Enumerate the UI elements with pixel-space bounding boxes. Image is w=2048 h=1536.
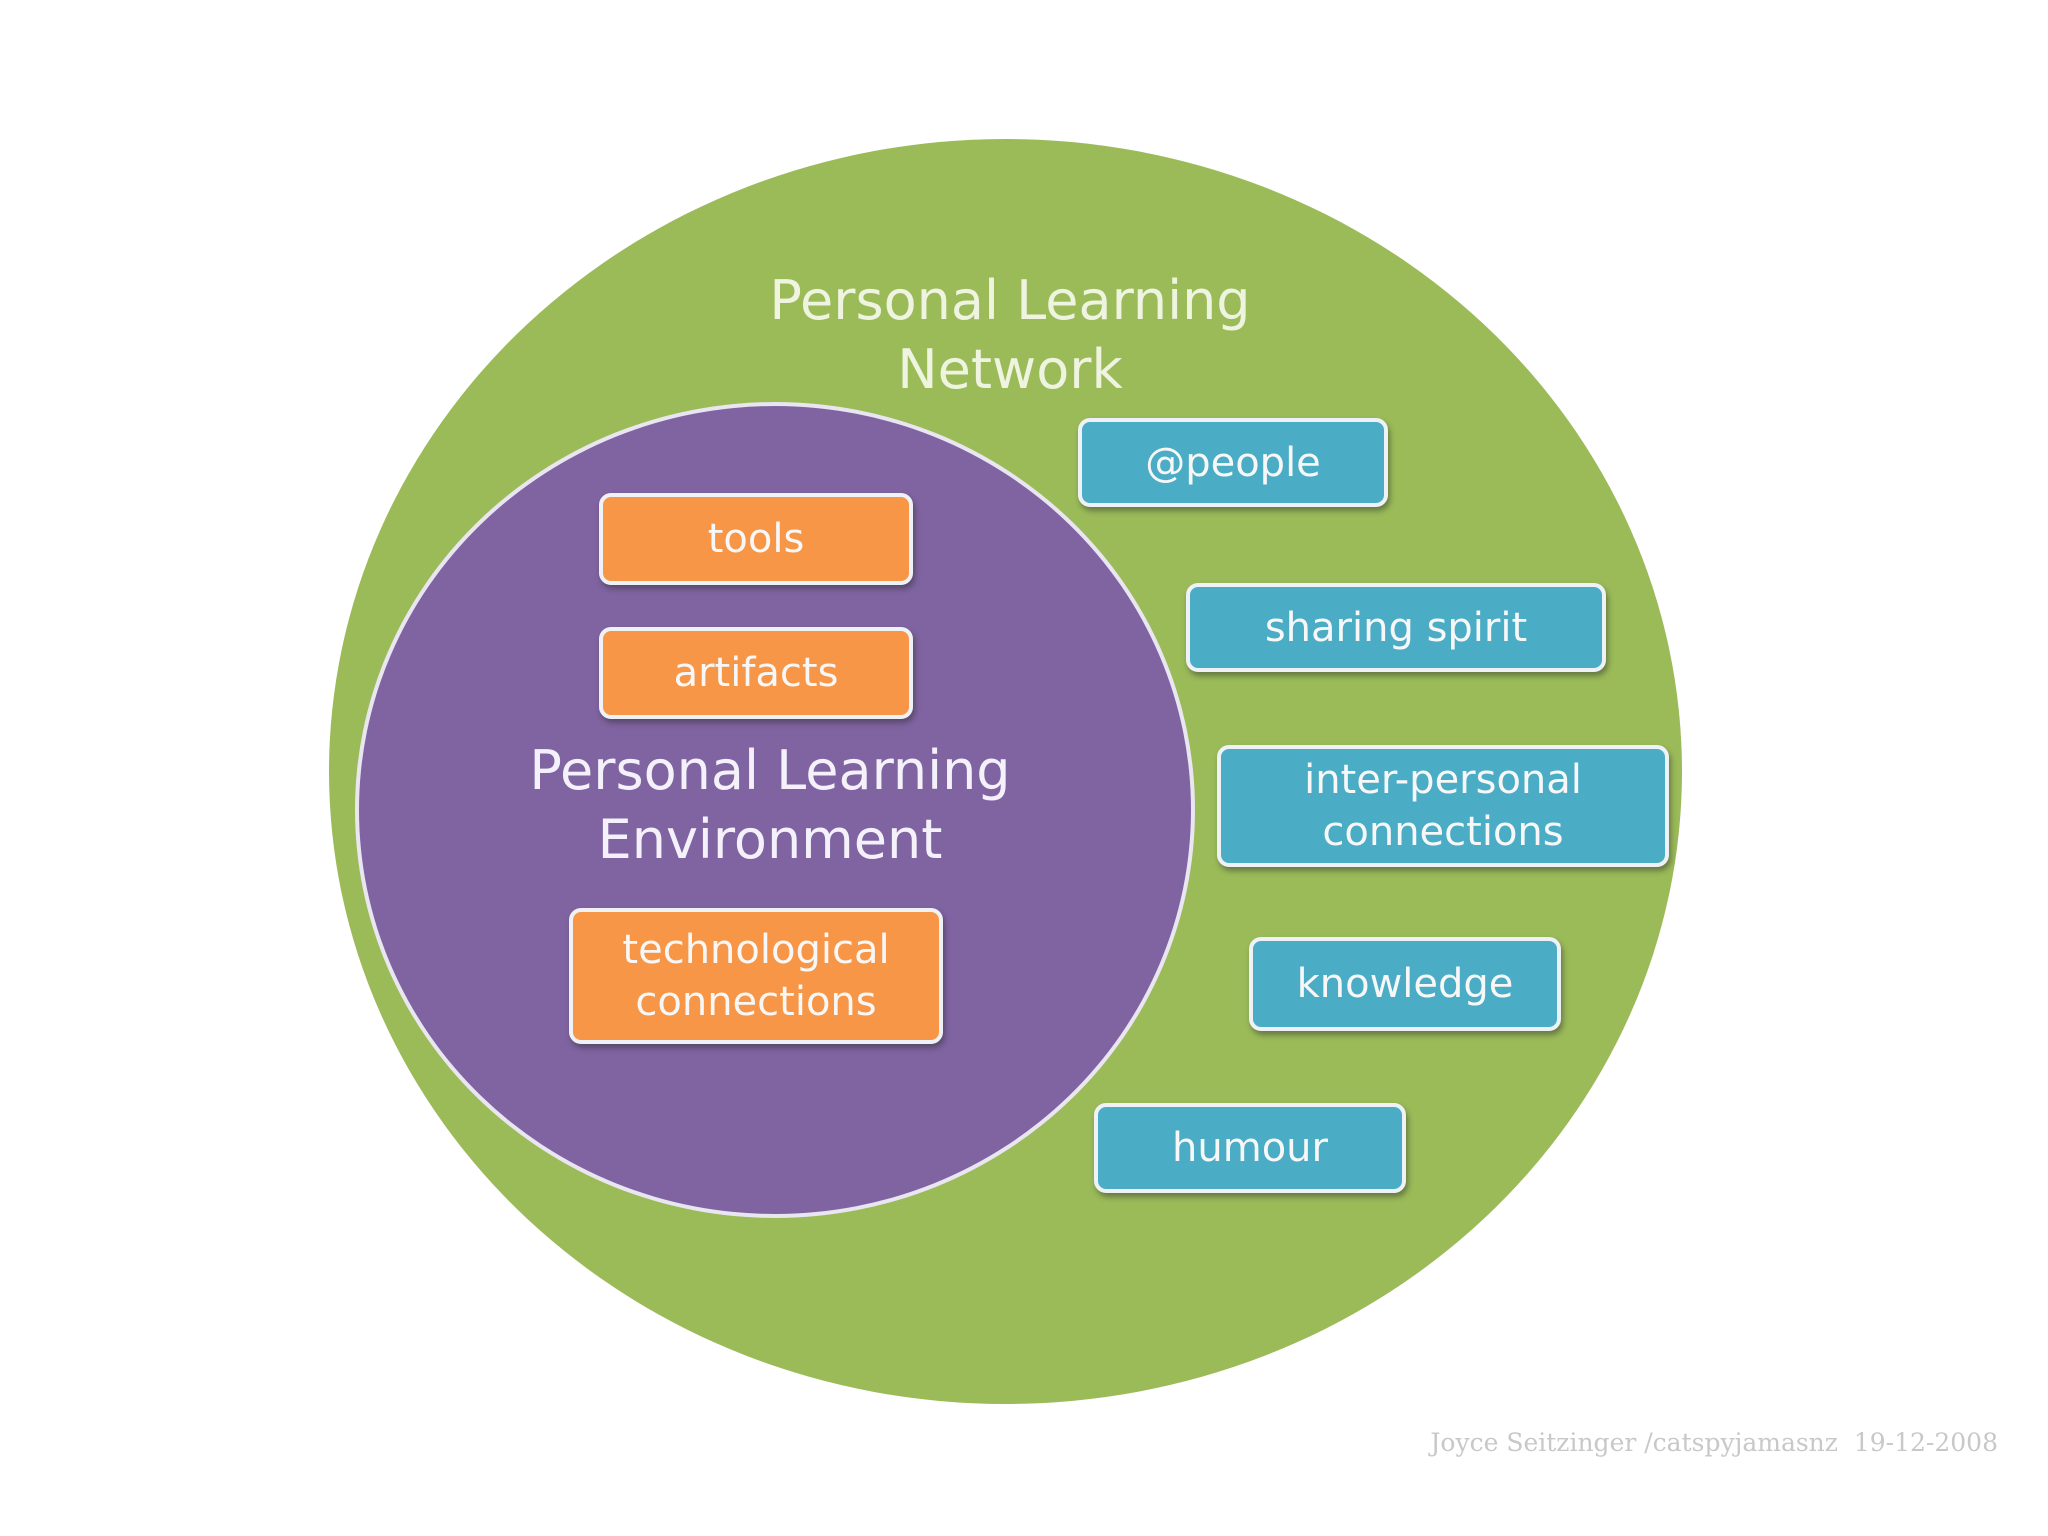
environment-label-line-2: Environment [597, 808, 943, 872]
network-label-line-2: Network [897, 338, 1123, 402]
author-credit: Joyce Seitzinger /catspyjamasnz 19-12-20… [1430, 1428, 1998, 1457]
environment-label-line-1: Personal Learning [529, 739, 1011, 802]
artifacts-label: artifacts [673, 650, 839, 696]
inter-personal-connections-box: inter-personal connections [1217, 745, 1669, 867]
knowledge-label: knowledge [1296, 961, 1514, 1007]
technological-connections-label-line-1: technological [622, 927, 890, 973]
personal-learning-environment-label: Personal Learning Environment [460, 736, 1080, 874]
technological-connections-box: technological connections [569, 908, 943, 1044]
inter-personal-connections-label-line-1: inter-personal [1304, 757, 1582, 803]
knowledge-box: knowledge [1249, 937, 1561, 1031]
humour-label: humour [1172, 1125, 1328, 1171]
humour-box: humour [1094, 1103, 1406, 1193]
technological-connections-label-line-2: connections [635, 979, 877, 1025]
people-label: @people [1145, 439, 1321, 486]
sharing-spirit-label: sharing spirit [1264, 604, 1528, 651]
sharing-spirit-box: sharing spirit [1186, 583, 1606, 672]
tools-box: tools [599, 493, 913, 585]
artifacts-box: artifacts [599, 627, 913, 719]
inter-personal-connections-label-line-2: connections [1322, 809, 1564, 855]
tools-label: tools [707, 516, 805, 562]
personal-learning-network-label: Personal Learning Network [690, 266, 1330, 404]
network-label-line-1: Personal Learning [769, 269, 1251, 332]
people-box: @people [1078, 418, 1388, 507]
